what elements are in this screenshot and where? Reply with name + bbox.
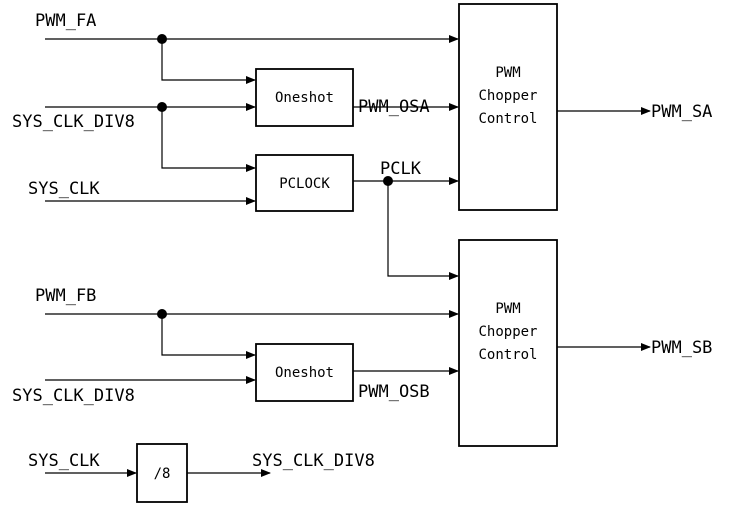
label-pwm-osb: PWM_OSB — [358, 382, 430, 402]
label-sys-clk-div8-out: SYS_CLK_DIV8 — [252, 451, 375, 471]
oneshot-b-label: Oneshot — [275, 365, 334, 381]
label-pwm-sb: PWM_SB — [651, 338, 712, 358]
label-sys-clk-div8-a: SYS_CLK_DIV8 — [12, 112, 135, 132]
junction-pclk — [383, 176, 393, 186]
wire-pwm-fb-to-oneshot — [161, 314, 256, 359]
chopper-a-line-2: Chopper — [478, 88, 537, 104]
wire-div8-to-pclock — [161, 107, 256, 172]
wire-pwm-fa-to-oneshot — [161, 39, 256, 84]
label-pwm-sa: PWM_SA — [651, 102, 712, 122]
oneshot-a-label: Oneshot — [275, 90, 334, 106]
divider-block — [136, 443, 188, 503]
wire-pclk-down — [387, 181, 459, 280]
chopper-b-block — [458, 239, 558, 447]
label-pwm-fa: PWM_FA — [35, 11, 96, 31]
junction-pwm-fa — [157, 34, 167, 44]
pclock-block — [255, 154, 354, 212]
chopper-b-line-1: PWM — [495, 301, 520, 317]
label-sys-clk-div8-b: SYS_CLK_DIV8 — [12, 386, 135, 406]
chopper-a-line-1: PWM — [495, 65, 520, 81]
label-pclk: PCLK — [380, 159, 422, 179]
chopper-b-line-3: Control — [478, 347, 537, 363]
chopper-a-line-3: Control — [478, 111, 537, 127]
label-pwm-osa: PWM_OSA — [358, 97, 430, 117]
label-sys-clk-a: SYS_CLK — [28, 179, 100, 199]
divider-label: /8 — [154, 466, 171, 482]
label-pwm-fb: PWM_FB — [35, 286, 96, 306]
junction-sys-clk-div8-a — [157, 102, 167, 112]
oneshot-b-block — [255, 343, 354, 402]
label-sys-clk-c: SYS_CLK — [28, 451, 100, 471]
oneshot-a-block — [255, 68, 354, 127]
junction-pwm-fb — [157, 309, 167, 319]
chopper-a-block — [458, 3, 558, 211]
pclock-label: PCLOCK — [279, 176, 330, 192]
chopper-b-line-2: Chopper — [478, 324, 537, 340]
